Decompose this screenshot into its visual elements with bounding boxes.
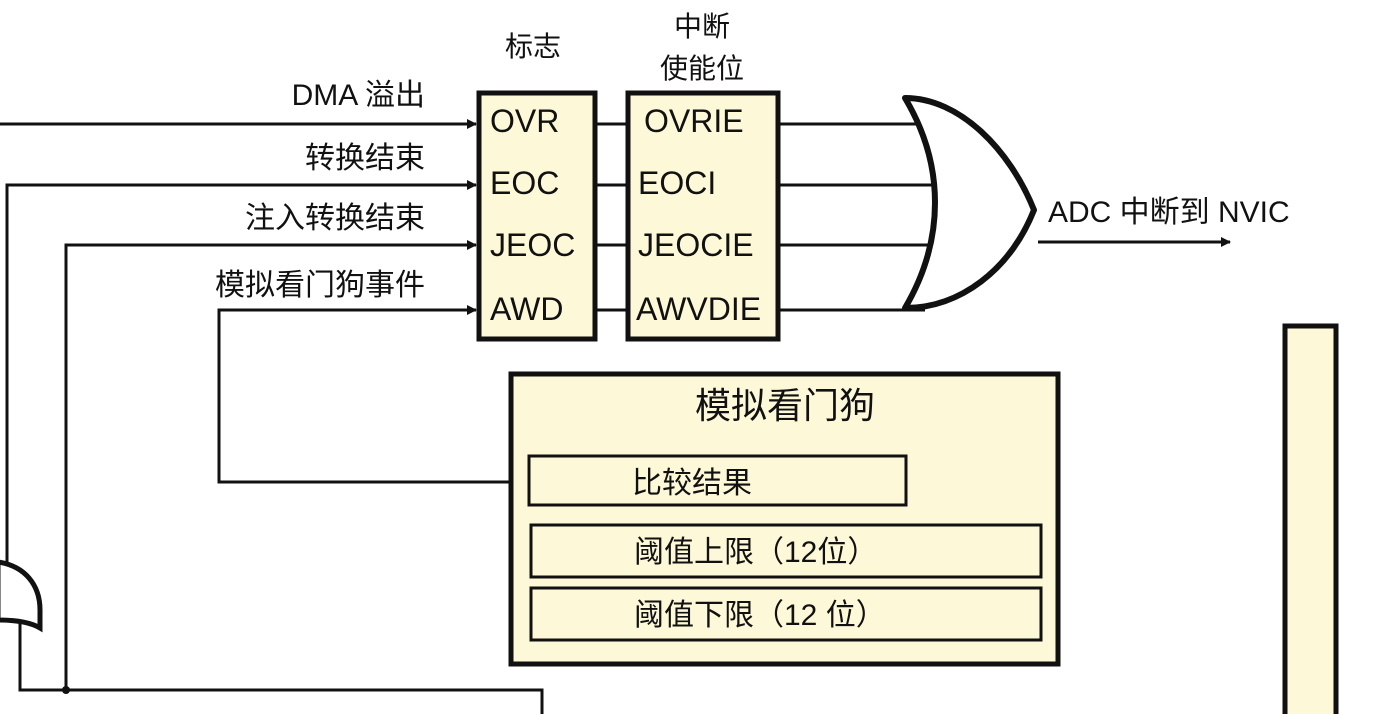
- analog-watchdog-title: 模拟看门狗: [695, 385, 875, 426]
- flag-jeoc: JEOC: [490, 227, 575, 263]
- partial-gate: [0, 559, 43, 633]
- input-label-jeoc: 注入转换结束: [245, 202, 425, 235]
- enable-ovrie: OVRIE: [644, 103, 744, 139]
- enable-eoci: EOCI: [638, 165, 716, 201]
- flag-enable-connectors: [597, 122, 626, 312]
- enable-jeocie: JEOCIE: [638, 227, 754, 263]
- bottom-bus: [18, 620, 544, 714]
- flag-ovr: OVR: [490, 103, 559, 139]
- flag-awd: AWD: [490, 291, 563, 327]
- flag-eoc: EOC: [490, 165, 559, 201]
- input-label-dma-overflow: DMA 溢出: [292, 79, 425, 112]
- side-block: [1282, 323, 1339, 714]
- low-threshold-label: 阈值下限（12 位）: [634, 599, 886, 632]
- input-label-awd: 模拟看门狗事件: [215, 269, 425, 302]
- flag-register-box: [476, 90, 598, 342]
- flags-header: 标志: [505, 31, 561, 62]
- high-threshold-label: 阈值上限（12位）: [634, 536, 877, 569]
- wire-jeoc: [64, 240, 477, 690]
- input-wires: [0, 119, 529, 690]
- wire-eoc: [5, 180, 477, 575]
- or-gate: [902, 95, 1037, 311]
- high-threshold-box: [529, 523, 1043, 579]
- enable-header-line1: 中断: [674, 11, 730, 42]
- junction-dot: [62, 686, 70, 694]
- low-threshold-box: [529, 586, 1043, 642]
- enable-header-line2: 使能位: [660, 53, 744, 84]
- output-label: ADC 中断到 NVIC: [1048, 196, 1290, 229]
- enable-awvdie: AWVDIE: [636, 291, 761, 327]
- enable-register-box: [625, 90, 781, 342]
- compare-result-box: [527, 454, 908, 507]
- compare-result-label: 比较结果: [632, 467, 752, 500]
- or-gate-input-wires: [780, 122, 940, 312]
- wire-awd: [217, 305, 529, 484]
- input-label-eoc: 转换结束: [305, 142, 425, 175]
